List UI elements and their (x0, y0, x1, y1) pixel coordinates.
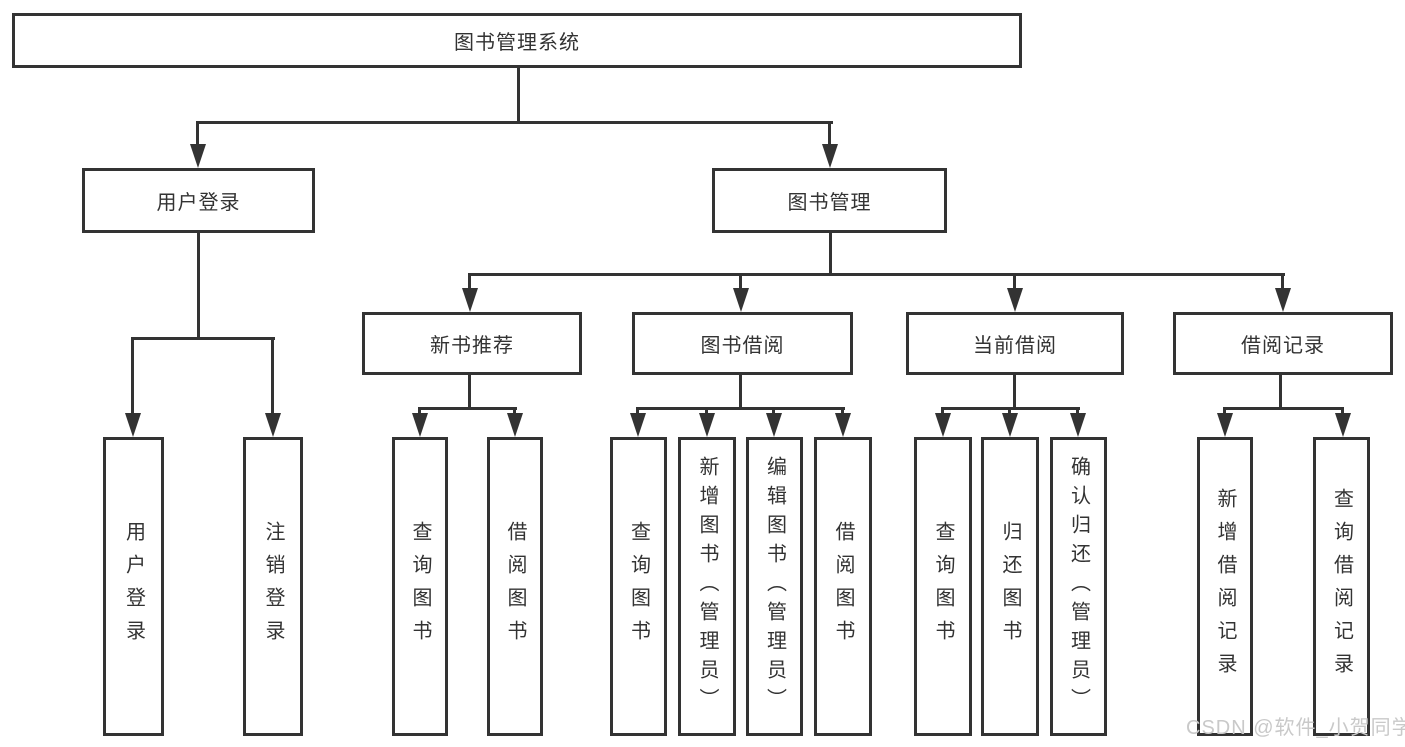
node-label: 用户登录 (156, 192, 241, 214)
connector-arrow-stem (828, 121, 831, 146)
node-label: 新增图书（管理员） (696, 456, 718, 717)
connector-arrow-stem (271, 337, 274, 415)
connector-line-h (418, 407, 517, 410)
node-label: 借阅图书 (504, 520, 526, 653)
connector-line-h (1223, 407, 1344, 410)
connector-arrow-stem (1223, 407, 1226, 415)
connector-line-v (1013, 375, 1016, 410)
node-label: 图书管理系统 (454, 32, 580, 54)
arrowhead-down-icon (822, 144, 838, 168)
connector-arrow-stem (772, 407, 775, 415)
node-label: 注销登录 (262, 520, 284, 653)
node-label: 编辑图书（管理员） (763, 456, 786, 717)
watermark: CSDN @软件_小贺同学 (1186, 717, 1405, 739)
node-label: 借阅图书 (832, 520, 854, 653)
connector-line-h (196, 121, 833, 124)
connector-line-v (468, 375, 471, 410)
connector-arrow-stem (468, 273, 471, 290)
arrowhead-down-icon (733, 288, 749, 312)
connector-line-v (517, 68, 520, 124)
arrowhead-down-icon (835, 413, 851, 437)
leaf-borrow-books-recommend: 借阅图书 (487, 437, 543, 736)
arrowhead-down-icon (507, 413, 523, 437)
connector-arrow-stem (1008, 407, 1011, 415)
connector-arrow-stem (739, 273, 742, 290)
node-current-borrowing: 当前借阅 (906, 312, 1124, 375)
arrowhead-down-icon (190, 144, 206, 168)
arrowhead-down-icon (630, 413, 646, 437)
connector-arrow-stem (941, 407, 944, 415)
arrowhead-down-icon (766, 413, 782, 437)
node-label: 图书管理 (787, 192, 872, 214)
connector-arrow-stem (418, 407, 421, 415)
node-new-book-recommend: 新书推荐 (362, 312, 582, 375)
arrowhead-down-icon (935, 413, 951, 437)
leaf-query-books-recommend: 查询图书 (392, 437, 448, 736)
arrowhead-down-icon (1217, 413, 1233, 437)
connector-line-v (1279, 375, 1282, 410)
connector-arrow-stem (196, 121, 199, 146)
leaf-borrow-books-borrowing: 借阅图书 (814, 437, 872, 736)
connector-line-v (829, 232, 832, 276)
arrowhead-down-icon (1007, 288, 1023, 312)
node-label: 确认归还（管理员） (1067, 456, 1090, 717)
leaf-edit-book-admin: 编辑图书（管理员） (746, 437, 803, 736)
connector-arrow-stem (841, 407, 844, 415)
node-library-system: 图书管理系统 (12, 13, 1022, 68)
node-book-management: 图书管理 (712, 168, 947, 233)
connector-line-h (131, 337, 275, 340)
node-user-login: 用户登录 (82, 168, 315, 233)
node-borrowing-records: 借阅记录 (1173, 312, 1393, 375)
arrowhead-down-icon (1335, 413, 1351, 437)
connector-line-v (739, 375, 742, 410)
leaf-add-book-admin: 新增图书（管理员） (678, 437, 736, 736)
connector-arrow-stem (705, 407, 708, 415)
arrowhead-down-icon (699, 413, 715, 437)
node-label: 查询图书 (627, 520, 650, 653)
node-label: 借阅记录 (1241, 335, 1325, 357)
node-label: 查询借阅记录 (1330, 487, 1353, 686)
connector-arrow-stem (1013, 273, 1016, 290)
arrowhead-down-icon (462, 288, 478, 312)
leaf-query-borrow-record: 查询借阅记录 (1313, 437, 1370, 736)
connector-arrow-stem (131, 337, 134, 415)
connector-arrow-stem (1076, 407, 1079, 415)
node-label: 查询图书 (409, 520, 431, 653)
node-label: 查询图书 (932, 520, 954, 653)
arrowhead-down-icon (265, 413, 281, 437)
leaf-add-borrow-record: 新增借阅记录 (1197, 437, 1253, 736)
connector-line-v (197, 233, 200, 340)
connector-line-h (636, 407, 845, 410)
connector-arrow-stem (1341, 407, 1344, 415)
leaf-return-book: 归还图书 (981, 437, 1039, 736)
node-book-borrowing: 图书借阅 (632, 312, 853, 375)
leaf-logout: 注销登录 (243, 437, 303, 736)
leaf-query-books-current: 查询图书 (914, 437, 972, 736)
node-label: 用户登录 (122, 520, 145, 653)
arrowhead-down-icon (1275, 288, 1291, 312)
leaf-user-login: 用户登录 (103, 437, 164, 736)
connector-line-h (468, 273, 1285, 276)
arrowhead-down-icon (412, 413, 428, 437)
arrowhead-down-icon (1070, 413, 1086, 437)
node-label: 图书借阅 (700, 335, 785, 357)
leaf-query-books-borrowing: 查询图书 (610, 437, 667, 736)
arrowhead-down-icon (125, 413, 141, 437)
arrowhead-down-icon (1002, 413, 1018, 437)
node-label: 新书推荐 (430, 335, 514, 357)
connector-arrow-stem (636, 407, 639, 415)
connector-arrow-stem (1281, 273, 1284, 290)
node-label: 归还图书 (999, 520, 1021, 653)
node-label: 当前借阅 (973, 335, 1057, 357)
node-label: 新增借阅记录 (1214, 487, 1236, 686)
connector-arrow-stem (513, 407, 516, 415)
leaf-confirm-return-admin: 确认归还（管理员） (1050, 437, 1107, 736)
